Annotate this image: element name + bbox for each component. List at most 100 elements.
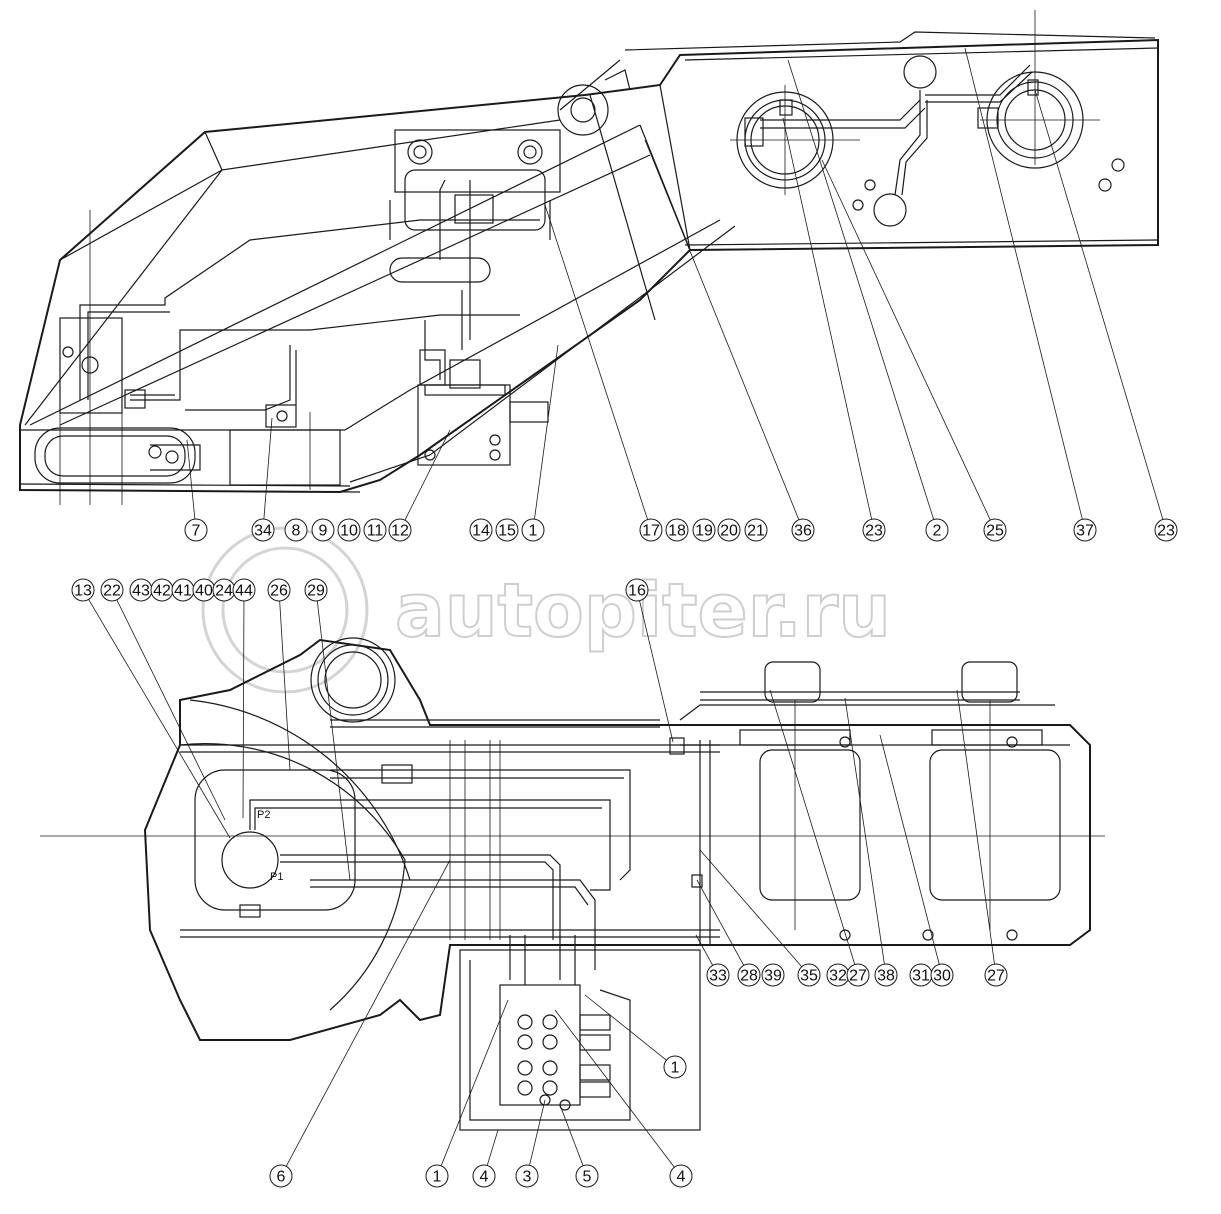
callout-circle-c-34: [251, 518, 275, 542]
callout-circle-c-21: [744, 518, 768, 542]
leader-c-13: [88, 599, 231, 839]
callout-label-c-23a: 23: [865, 523, 883, 540]
callout-circle-c-30: [930, 963, 954, 987]
callout-label-c-36: 36: [794, 523, 812, 540]
callout-label-c-10: 10: [340, 523, 358, 540]
callout-circle-c-27b: [984, 963, 1008, 987]
leader-c-27b: [956, 689, 995, 965]
callout-label-c-16: 16: [628, 583, 646, 600]
leader-c-38: [844, 697, 885, 965]
callout-circle-c-1c: [425, 1164, 449, 1188]
callout-label-c-12: 12: [391, 523, 409, 540]
leader-c-1c: [440, 999, 509, 1166]
callout-circle-c-20: [717, 518, 741, 542]
callout-circle-c-3: [515, 1164, 539, 1188]
leader-c-30: [879, 734, 940, 965]
leader-c-28: [696, 879, 745, 966]
callout-circle-c-1b: [663, 1055, 687, 1079]
callout-circle-c-26: [267, 578, 291, 602]
leader-c-16: [639, 600, 674, 743]
callout-label-c-40: 40: [195, 583, 213, 600]
callout-label-c-3: 3: [523, 1169, 532, 1186]
leader-c-37: [964, 47, 1083, 520]
boom-side-view: [19, 10, 1159, 505]
callout-circle-c-33: [706, 963, 730, 987]
callout-label-c-8: 8: [292, 523, 301, 540]
callout-label-c-24: 24: [215, 583, 233, 600]
callout-label-c-30: 30: [933, 968, 951, 985]
callout-circle-c-23b: [1154, 518, 1178, 542]
leader-c-6: [285, 859, 451, 1167]
callout-label-c-26: 26: [270, 583, 288, 600]
leader-c-4b: [554, 1009, 675, 1168]
callout-circle-c-18: [665, 518, 689, 542]
callout-label-c-31: 31: [912, 968, 930, 985]
callout-circle-c-14: [469, 518, 493, 542]
callout-label-c-21: 21: [747, 523, 765, 540]
callout-circle-c-27a: [846, 963, 870, 987]
chassis-plan-view: P2 P1: [40, 637, 1105, 1131]
callout-circle-c-39: [761, 963, 785, 987]
leader-c-36: [644, 139, 800, 520]
port-label-p1: P1: [270, 871, 283, 883]
callout-label-c-32: 32: [829, 968, 847, 985]
callout-circle-c-36: [791, 518, 815, 542]
leader-c-23a: [782, 117, 873, 520]
callout-circle-c-44: [232, 578, 256, 602]
callout-label-c-1a: 1: [529, 523, 538, 540]
leader-c-23b: [1034, 89, 1164, 520]
callout-label-c-15: 15: [498, 523, 516, 540]
leader-c-35: [699, 849, 803, 967]
leader-c-1a: [534, 344, 559, 520]
callout-label-c-4a: 4: [480, 1169, 489, 1186]
callout-label-c-39: 39: [764, 968, 782, 985]
callout-label-c-22: 22: [103, 583, 121, 600]
leader-c-7: [186, 439, 196, 520]
callout-label-c-4b: 4: [677, 1169, 686, 1186]
callout-circle-c-6: [269, 1164, 293, 1188]
leader-c-33: [695, 934, 714, 966]
callout-circle-c-28: [737, 963, 761, 987]
leader-c-34: [263, 417, 273, 520]
callout-label-c-17: 17: [642, 523, 660, 540]
callout-circle-c-23a: [862, 518, 886, 542]
callout-circle-c-37: [1073, 518, 1097, 542]
callout-label-c-5: 5: [583, 1169, 592, 1186]
port-label-p2: P2: [257, 809, 270, 821]
callout-label-c-28: 28: [740, 968, 758, 985]
callout-circle-c-4a: [472, 1164, 496, 1188]
callout-circle-c-4b: [669, 1164, 693, 1188]
callout-label-c-1c: 1: [433, 1169, 442, 1186]
callout-label-c-13: 13: [74, 583, 92, 600]
callout-label-c-37: 37: [1076, 523, 1094, 540]
callout-label-c-34: 34: [254, 523, 272, 540]
callout-circle-c-16: [625, 578, 649, 602]
leader-c-44: [242, 600, 245, 819]
callout-label-c-7: 7: [192, 523, 201, 540]
leader-c-22: [116, 599, 226, 821]
callout-leaders: [88, 47, 1164, 1168]
callout-label-c-35: 35: [800, 968, 818, 985]
callout-label-c-27a: 27: [849, 968, 867, 985]
callout-label-c-29: 29: [307, 583, 325, 600]
leader-c-1b: [584, 994, 667, 1061]
callout-circle-c-35: [797, 963, 821, 987]
leader-c-3: [529, 1099, 546, 1166]
callout-circle-c-15: [495, 518, 519, 542]
callout-label-c-38: 38: [877, 968, 895, 985]
callout-label-c-23b: 23: [1157, 523, 1175, 540]
callout-circle-c-13: [71, 578, 95, 602]
callout-label-c-25: 25: [986, 523, 1004, 540]
callout-circle-c-9: [311, 518, 335, 542]
callout-circle-c-11: [363, 518, 387, 542]
leader-c-12: [404, 429, 451, 521]
leader-c-26: [279, 600, 291, 771]
leader-c-2: [787, 59, 935, 520]
callout-label-c-44: 44: [235, 583, 253, 600]
callout-circle-c-12: [388, 518, 412, 542]
callout-circle-c-1a: [521, 518, 545, 542]
leader-c-29: [316, 600, 351, 881]
leader-c-17: [544, 204, 648, 520]
leader-c-25: [821, 159, 991, 521]
